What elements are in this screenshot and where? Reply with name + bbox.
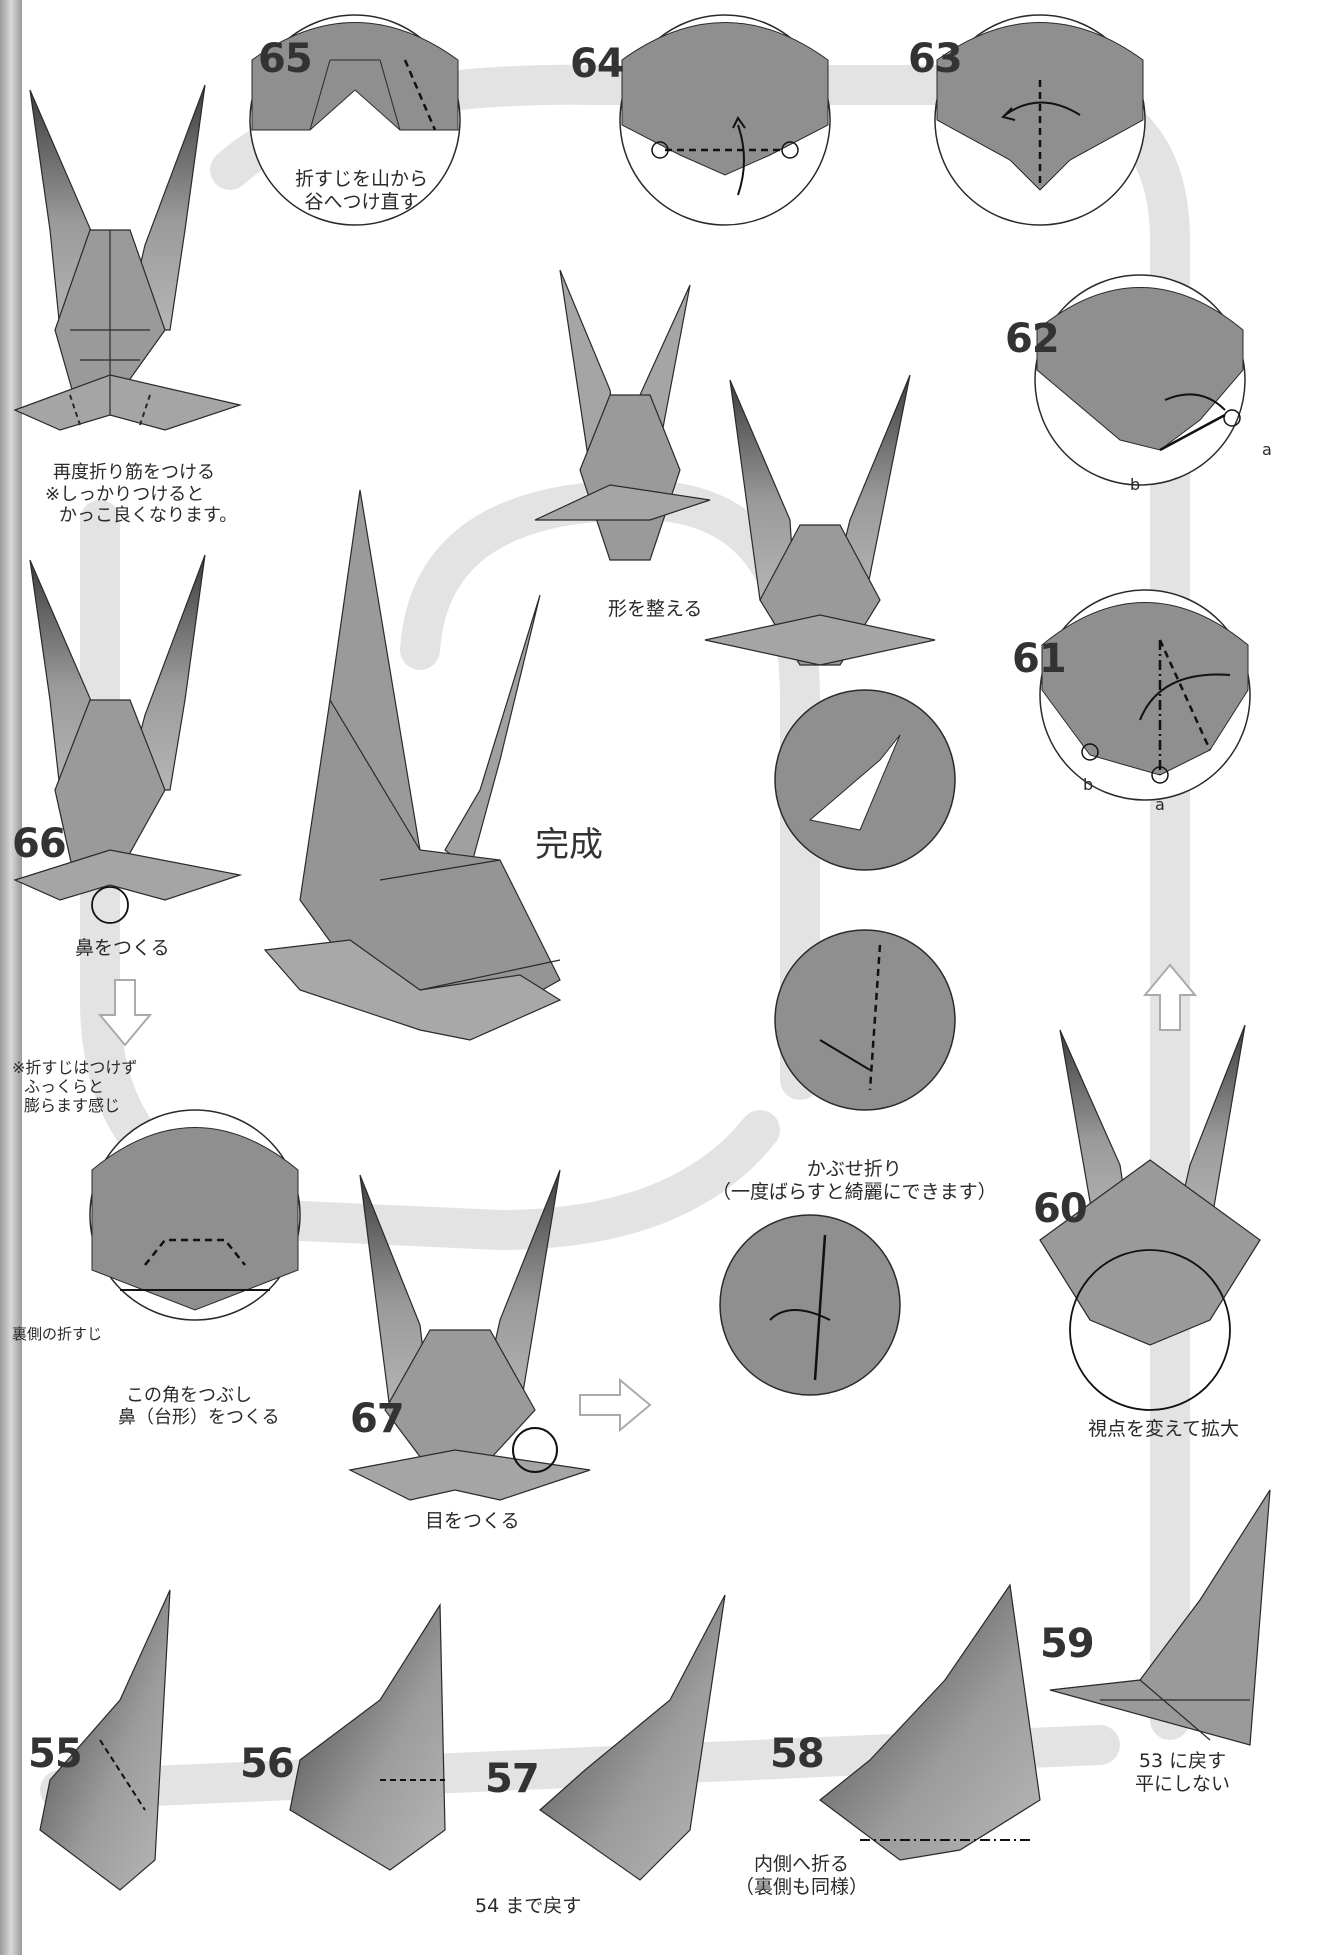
hood-fold-detail-3: [720, 1215, 900, 1395]
caption-back-53: 53 に戻す 平にしない: [1135, 1750, 1230, 1796]
rabbit-figure-57: [540, 1595, 725, 1880]
step-number-67: 67: [350, 1395, 404, 1443]
step-61-detail: [1040, 590, 1250, 800]
point-label-a: a: [1262, 440, 1272, 459]
hood-fold-detail-2: [775, 930, 955, 1110]
step-number-66: 66: [12, 820, 66, 868]
point-label-b: b: [1130, 475, 1140, 494]
rabbit-figure-crease: [15, 85, 240, 430]
caption-crush: この角をつぶし 鼻（台形）をつくる: [118, 1385, 280, 1428]
caption-eye: 目をつくる: [425, 1510, 520, 1533]
step-number-58: 58: [770, 1730, 824, 1778]
caption-step-65: 折すじを山から 谷へつけ直す: [295, 168, 428, 214]
step-number-55: 55: [28, 1730, 82, 1778]
step-number-62: 62: [1005, 315, 1059, 363]
caption-crease-again: 再度折り筋をつける ※しっかりつけると かっこ良くなります。: [45, 462, 237, 527]
hood-fold-detail-1: [775, 690, 955, 870]
caption-back-crease: 裏側の折すじ: [12, 1325, 102, 1343]
caption-nose: 鼻をつくる: [75, 937, 170, 960]
caption-complete: 完成: [535, 825, 603, 866]
rabbit-completed: [265, 490, 560, 1040]
caption-shape: 形を整える: [608, 598, 702, 621]
step-number-57: 57: [485, 1755, 539, 1803]
caption-view: 視点を変えて拡大: [1088, 1418, 1239, 1441]
step-number-65: 65: [258, 35, 312, 83]
step-62-detail: [1035, 275, 1245, 485]
step-number-61: 61: [1012, 635, 1066, 683]
rabbit-figure-56: [290, 1605, 445, 1870]
caption-puff: ※折すじはつけず ふっくらと 膨らます感じ: [12, 1058, 137, 1116]
caption-back-54: 54 まで戻す: [475, 1895, 581, 1918]
rabbit-figure-58: [820, 1585, 1040, 1860]
step-number-59: 59: [1040, 1620, 1094, 1668]
step-number-56: 56: [240, 1740, 294, 1788]
step-64-detail: [620, 15, 830, 225]
step-pathway: [60, 85, 1170, 1790]
nose-detail: [90, 1110, 300, 1320]
caption-inside-fold: 内側へ折る （裏側も同様）: [735, 1853, 868, 1899]
step-number-60: 60: [1033, 1185, 1087, 1233]
point-label-b: b: [1083, 775, 1093, 794]
step-number-63: 63: [908, 35, 962, 83]
arrow-right: [580, 1380, 650, 1430]
binding-shadow: [0, 0, 22, 1955]
point-label-a: a: [1155, 795, 1165, 814]
step-63-detail: [935, 15, 1145, 225]
step-number-64: 64: [570, 40, 624, 88]
caption-hood-fold: かぶせ折り （一度ばらすと綺麗にできます）: [712, 1158, 997, 1204]
